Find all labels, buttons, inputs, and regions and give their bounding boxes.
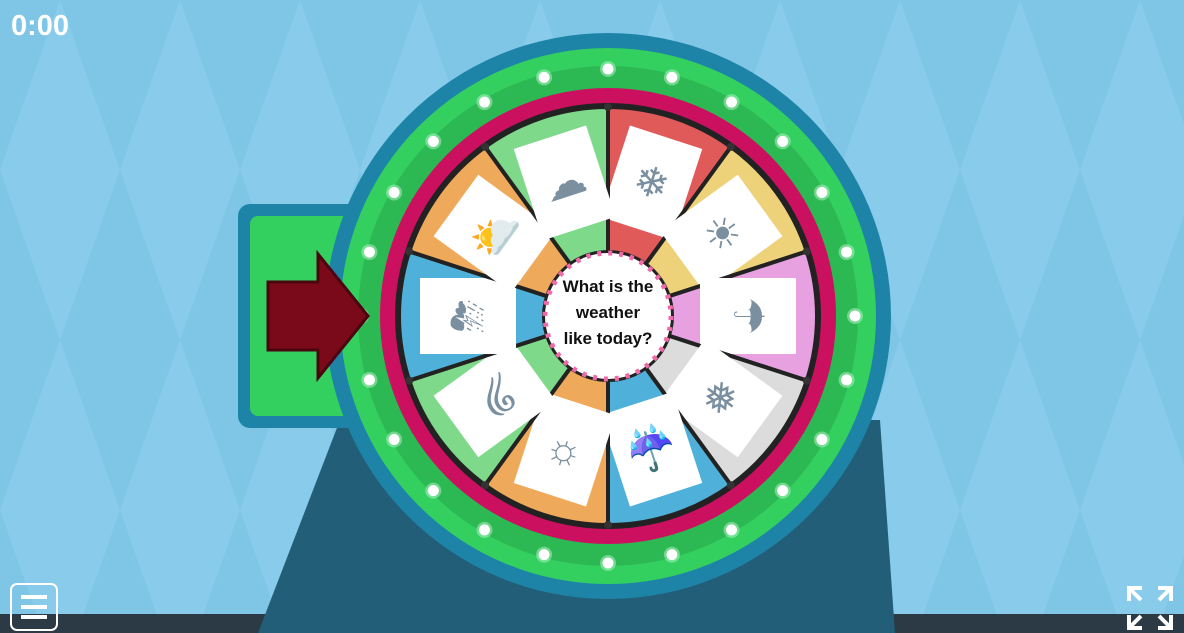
segment-card: ⛅ — [433, 174, 556, 293]
light-bulb — [363, 374, 375, 386]
fullscreen-icon[interactable] — [1126, 585, 1174, 631]
light-bulb — [602, 63, 614, 75]
light-bulb — [777, 485, 789, 497]
timer: 0:00 — [11, 10, 70, 42]
menu-icon-bar — [21, 615, 47, 619]
wheel-segment[interactable]: ☂ — [601, 248, 819, 384]
light-bulb — [427, 135, 439, 147]
card-background — [600, 125, 703, 241]
segment-divider-dot — [726, 142, 735, 151]
light-bulb — [816, 434, 828, 445]
light-bulb — [726, 524, 737, 536]
light-bulb — [538, 71, 550, 83]
segment-card: ☀ — [660, 174, 783, 293]
question-line: like today? — [563, 329, 653, 348]
wheel-segment[interactable]: ☔ — [600, 309, 734, 528]
light-bulb — [849, 310, 861, 322]
segment-divider-dot — [481, 142, 490, 151]
hub — [542, 250, 674, 382]
card-background — [660, 339, 783, 458]
segment-card: ❅ — [660, 339, 783, 458]
light-bulb — [777, 135, 789, 147]
light-bulb — [666, 71, 678, 83]
question-line: weather — [575, 303, 641, 322]
segment-divider-dot — [604, 521, 612, 529]
question-line: What is the — [562, 277, 654, 296]
light-bulb — [427, 485, 439, 497]
segment-card: ☁ — [513, 125, 616, 241]
light-bulb — [841, 246, 853, 258]
segment-card: ☔ — [600, 391, 703, 507]
card-background — [660, 174, 783, 293]
light-bulb — [363, 246, 375, 258]
light-bulb — [388, 434, 400, 445]
light-bulb — [388, 187, 400, 198]
light-bulb — [726, 96, 737, 108]
segment-card: ⛈ — [420, 278, 516, 354]
segment-divider-dot — [802, 376, 811, 385]
card-background — [600, 391, 703, 507]
segment-divider-dot — [481, 481, 490, 490]
segment-divider-dot — [604, 103, 612, 111]
windy-umbrella-icon: ☂ — [725, 297, 772, 335]
card-background — [433, 339, 556, 458]
segment-card: ༄ — [433, 339, 556, 458]
segment-divider-dot — [726, 481, 735, 490]
light-bulb — [479, 96, 490, 108]
wheel-question[interactable]: What is the weather like today? — [548, 274, 668, 352]
card-background — [420, 278, 516, 354]
segment-divider-dot — [405, 247, 414, 256]
segment-divider-dot — [802, 247, 811, 256]
light-bulb — [666, 549, 678, 561]
light-bulb — [538, 549, 550, 561]
menu-icon-bar — [21, 605, 47, 609]
card-background — [433, 174, 556, 293]
light-bulb — [816, 187, 828, 198]
card-background — [513, 391, 616, 507]
light-bulb — [479, 524, 490, 536]
light-bulb — [602, 557, 614, 569]
light-bulb — [841, 374, 853, 386]
segment-divider-dot — [405, 376, 414, 385]
wheel-segment[interactable]: ⛈ — [397, 248, 615, 384]
menu-icon-bar — [21, 595, 47, 599]
segment-card: ❄ — [600, 125, 703, 241]
stormy-icon: ⛈ — [444, 299, 491, 333]
menu-button[interactable] — [10, 583, 58, 631]
segment-card: ☼ — [513, 391, 616, 507]
card-background — [700, 278, 796, 354]
segment-card: ☂ — [700, 278, 796, 354]
card-background — [513, 125, 616, 241]
pointer-arrow-icon — [266, 249, 370, 383]
